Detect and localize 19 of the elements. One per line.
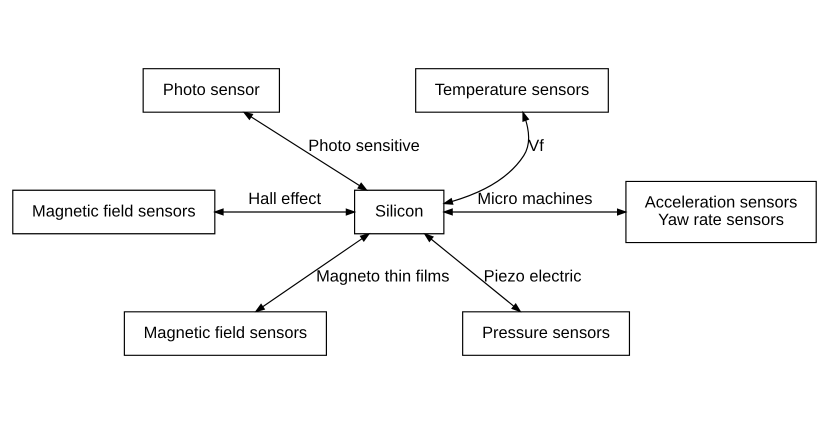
edge-label: Photo sensitive [308,136,420,155]
node-box: Temperature sensors [415,68,609,112]
node-box: Magnetic field sensors [12,189,216,234]
arrow [442,208,628,216]
arrow [213,208,356,216]
arrow [242,110,368,191]
node-box: Magnetic field sensors [124,310,327,356]
node-box: Acceleration sensors Yaw rate sensors [625,180,817,243]
arrow [442,110,530,204]
node-box: Silicon [354,189,444,234]
edge-label: Hall effect [248,190,322,208]
edge-label: Micro machines [477,190,592,208]
arrow [254,232,370,312]
edge-label: Vf [528,136,544,155]
arrow [423,232,522,312]
edge-label: Piezo electric [484,267,582,286]
edge-label: Magneto thin films [316,267,450,286]
node-box: Pressure sensors [462,310,630,356]
node-box: Photo sensor [142,68,280,112]
